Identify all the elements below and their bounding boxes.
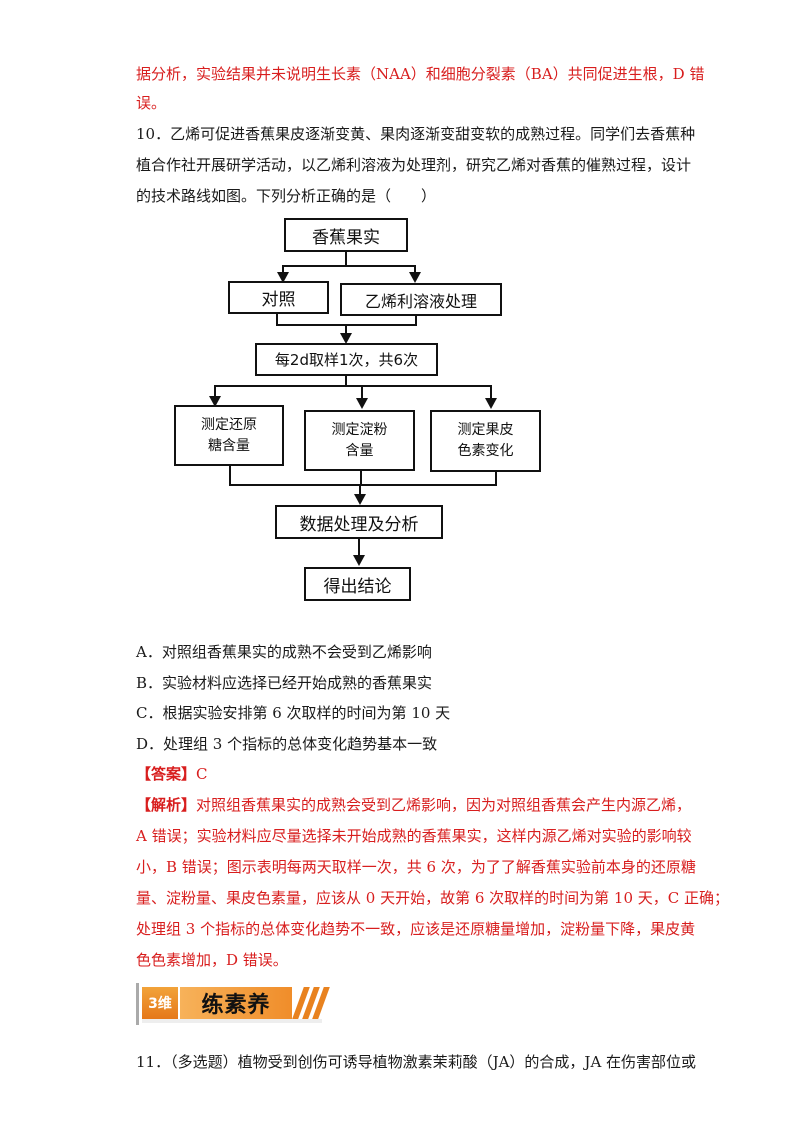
fc-arrow [354, 494, 366, 505]
fc-connector [360, 471, 362, 485]
fc-box-measure-pigment: 测定果皮 色素变化 [430, 410, 541, 472]
fc-arrow [485, 398, 497, 409]
q10-analysis-line-4: 量、淀粉量、果皮色素量，应该从 0 天开始，故第 6 次取样的时间为第 10 天… [136, 889, 730, 907]
fc-connector [361, 385, 363, 399]
fc-box-analysis: 数据处理及分析 [275, 505, 443, 539]
analysis-text: 对照组香蕉果实的成熟会受到乙烯影响，因为对照组香蕉会产生内源乙烯， [196, 796, 692, 814]
fc-measure-pigment-line-2: 色素变化 [457, 443, 514, 459]
fc-connector [345, 376, 347, 386]
answer-value: C [196, 765, 208, 783]
fc-connector [359, 485, 361, 495]
q10-analysis-line-6: 色色素增加，D 错误。 [136, 951, 288, 969]
fc-connector [358, 539, 360, 556]
prev-explanation-line-1: 据分析，实验结果并未说明生长素（NAA）和细胞分裂素（BA）共同促进生根，D 错 [136, 65, 705, 83]
banner-title: 练素养 [180, 987, 292, 1019]
q10-analysis-line-3: 小，B 错误；图示表明每两天取样一次，共 6 次，为了了解香蕉实验前本身的还原糖 [136, 858, 696, 876]
fc-arrow [340, 333, 352, 344]
q11-stem-line-1: 11．（多选题）植物受到创伤可诱导植物激素茉莉酸（JA）的合成，JA 在伤害部位… [136, 1053, 697, 1071]
q10-analysis-line-1: 【解析】对照组香蕉果实的成熟会受到乙烯影响，因为对照组香蕉会产生内源乙烯， [136, 795, 691, 815]
fc-connector [276, 314, 278, 325]
q10-stem-line-1: 10．乙烯可促进香蕉果皮逐渐变黄、果肉逐渐变甜变软的成熟过程。同学们去香蕉种 [136, 125, 696, 143]
fc-connector [214, 385, 492, 387]
fc-connector [415, 316, 417, 326]
fc-connector [495, 472, 497, 485]
q10-analysis-line-5: 处理组 3 个指标的总体变化趋势不一致，应该是还原糖量增加，淀粉量下降，果皮黄 [136, 920, 696, 938]
fc-arrow [409, 272, 421, 283]
fc-arrow [353, 555, 365, 566]
banner-shadow [142, 1019, 322, 1023]
fc-arrow [209, 396, 221, 407]
q10-answer: 【答案】C [136, 764, 208, 784]
q10-option-d: D．处理组 3 个指标的总体变化趋势基本一致 [136, 735, 438, 753]
fc-measure-sugar-line-2: 糖含量 [208, 437, 250, 454]
banner-tag: 3维 [142, 987, 178, 1019]
prev-explanation-line-2: 误。 [136, 94, 167, 112]
fc-arrow [356, 398, 368, 409]
fc-connector [282, 265, 415, 267]
analysis-label: 【解析】 [136, 796, 197, 814]
fc-measure-starch-line-2: 含量 [345, 442, 374, 459]
fc-arrow [277, 272, 289, 283]
banner-bar [136, 983, 139, 1025]
fc-box-banana: 香蕉果实 [284, 218, 408, 252]
q10-analysis-line-2: A 错误；实验材料应尽量选择未开始成熟的香蕉果实，这样内源乙烯对实验的影响较 [136, 827, 692, 845]
fc-box-conclusion: 得出结论 [304, 567, 411, 601]
fc-connector [229, 484, 497, 486]
fc-box-control: 对照 [228, 281, 329, 314]
answer-label: 【答案】 [136, 765, 197, 783]
fc-connector [490, 385, 492, 399]
q10-option-b: B．实验材料应选择已经开始成熟的香蕉果实 [136, 674, 433, 692]
q10-option-c: C．根据实验安排第 6 次取样的时间为第 10 天 [136, 704, 451, 722]
fc-connector [229, 466, 231, 485]
fc-box-measure-starch: 测定淀粉 含量 [304, 410, 415, 471]
q10-option-a: A．对照组香蕉果实的成熟不会受到乙烯影响 [136, 643, 432, 661]
fc-measure-sugar-line-1: 测定还原 [201, 416, 257, 433]
q10-stem-line-3: 的技术路线如图。下列分析正确的是（ ） [136, 187, 437, 205]
fc-connector [214, 385, 216, 397]
fc-box-sampling: 每2d取样1次，共6次 [255, 343, 438, 376]
fc-connector [414, 265, 416, 273]
fc-connector [345, 252, 347, 266]
fc-box-treatment: 乙烯利溶液处理 [340, 283, 502, 316]
fc-measure-starch-line-1: 测定淀粉 [331, 421, 388, 438]
fc-measure-pigment-line-1: 测定果皮 [457, 422, 514, 438]
section-banner: 3维 练素养 [136, 983, 330, 1025]
fc-box-measure-sugar: 测定还原 糖含量 [174, 405, 284, 466]
q10-stem-line-2: 植合作社开展研学活动，以乙烯利溶液为处理剂，研究乙烯对香蕉的催熟过程，设计 [136, 156, 692, 174]
fc-connector [345, 325, 347, 334]
fc-connector [282, 265, 284, 273]
